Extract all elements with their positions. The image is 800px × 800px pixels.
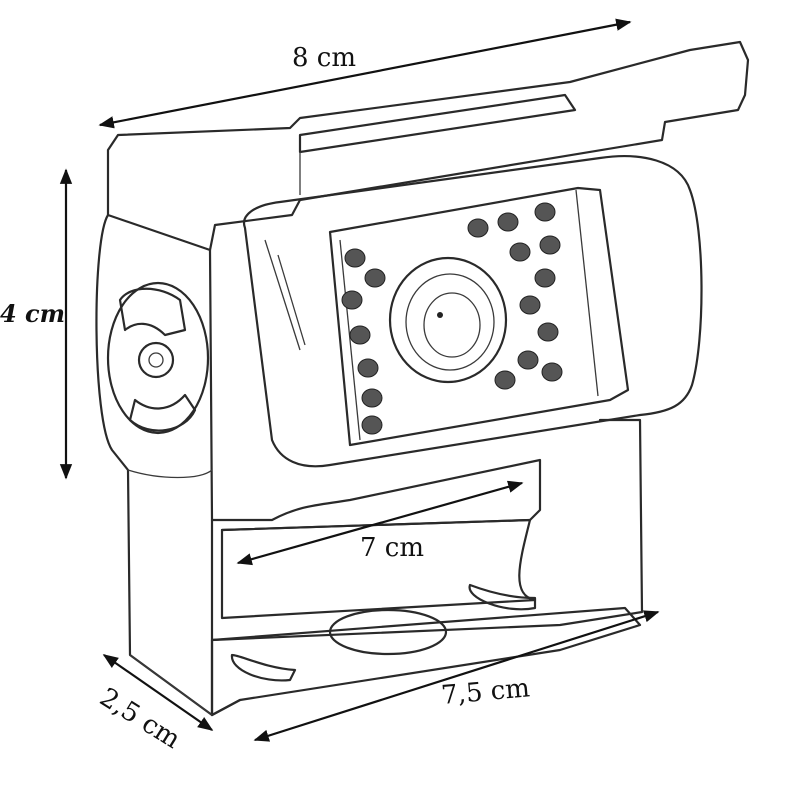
- label-top-width: 8 cm: [292, 43, 356, 73]
- dim-line-top: [98, 18, 632, 129]
- mount-slot-right: [468, 583, 537, 611]
- dimension-labels: 8 cm 4 cm 7 cm 7,5 cm 2,5 cm: [0, 43, 531, 755]
- label-depth: 2,5 cm: [94, 682, 185, 755]
- label-base-width: 7,5 cm: [440, 673, 531, 711]
- ir-leds: [341, 202, 563, 435]
- label-height: 4 cm: [0, 299, 65, 328]
- hood-slot: [298, 93, 577, 154]
- label-inner-width: 7 cm: [360, 533, 424, 563]
- camera-lens: [388, 256, 508, 384]
- front-bracket: [210, 458, 542, 532]
- dim-line-inner: [236, 480, 524, 566]
- dimension-lines: [59, 18, 660, 742]
- dim-line-depth: [102, 654, 214, 731]
- side-body: [95, 213, 214, 717]
- camera-housing: [242, 155, 703, 468]
- lens-window: [328, 186, 630, 447]
- dim-line-base: [253, 610, 660, 742]
- base-plate: [210, 606, 642, 717]
- mount-slot-left: [230, 653, 297, 682]
- top-hood: [106, 40, 750, 252]
- adjust-knob: [106, 281, 210, 435]
